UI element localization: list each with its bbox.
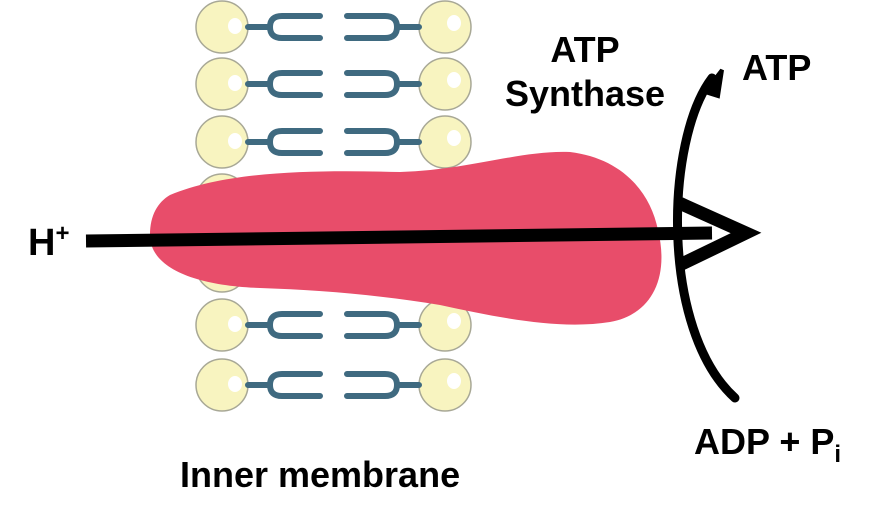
adp-pi-label: ADP + Pi (694, 424, 841, 467)
proton-arrowhead (677, 197, 762, 271)
head-highlight (447, 373, 461, 389)
head-highlight (228, 133, 242, 149)
head-highlight (447, 72, 461, 88)
head-highlight (228, 75, 242, 91)
proton-flow-arrow (85, 226, 713, 248)
proton-label: H+ (28, 220, 70, 264)
lipid-tail (245, 311, 323, 339)
lipid-tail (245, 13, 323, 41)
lipid-tail (344, 371, 422, 399)
lipid-tail (344, 128, 422, 156)
phospholipid-head (418, 358, 472, 412)
lipid-tail (344, 13, 422, 41)
atp-synthase-label-line1: ATP (550, 29, 620, 70)
lipid-tail (344, 311, 422, 339)
head-highlight (447, 130, 461, 146)
atp-synthase-label: ATP Synthase (500, 28, 670, 116)
lipid-tail (344, 70, 422, 98)
phospholipid-pair (195, 358, 472, 412)
proton-symbol: H (28, 222, 56, 264)
lipid-tail (245, 128, 323, 156)
phospholipid-pair (195, 298, 472, 352)
pi-subscript: i (834, 441, 842, 468)
phospholipid-pair (195, 115, 472, 169)
phospholipid-pair (195, 0, 472, 54)
adp-pi-text: ADP + P (694, 421, 835, 462)
lipid-tail (245, 70, 323, 98)
lipid-tail (245, 371, 323, 399)
inner-membrane-label: Inner membrane (180, 454, 461, 495)
phospholipid-head (418, 57, 472, 111)
atp-synthase-label-line2: Synthase (504, 73, 666, 114)
head-highlight (228, 376, 242, 392)
atp-product-label: ATP (742, 47, 812, 88)
head-highlight (447, 313, 461, 329)
head-highlight (228, 18, 242, 34)
head-highlight (228, 316, 242, 332)
proton-charge: + (55, 220, 70, 247)
atp-arrowhead (701, 68, 724, 99)
head-highlight (447, 15, 461, 31)
phospholipid-head (418, 0, 472, 54)
phospholipid-pair (195, 57, 472, 111)
phospholipid-head (418, 115, 472, 169)
